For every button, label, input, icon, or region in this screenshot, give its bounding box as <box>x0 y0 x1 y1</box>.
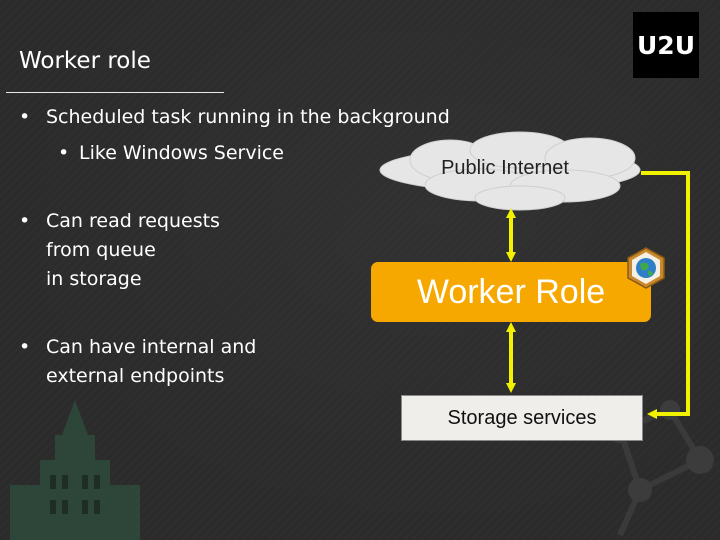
public-internet-cloud <box>379 131 641 211</box>
u2u-logo: U2U <box>633 12 699 78</box>
bullet-marker: • <box>19 336 31 358</box>
storage-services-label: Storage services <box>447 406 597 429</box>
storage-services-box: Storage services <box>401 395 643 441</box>
sub-bullet-marker: • <box>58 142 70 164</box>
worker-role-box: Worker Role <box>371 262 651 322</box>
sub-bullet-text: Like Windows Service <box>79 142 284 164</box>
bullet-text: Can read requests from queue in storage <box>46 210 220 290</box>
globe-icon <box>627 247 665 289</box>
bullet-marker: • <box>19 210 31 232</box>
connector-cloud-storage <box>641 171 690 419</box>
title-underline <box>6 92 224 93</box>
public-internet-label: Public Internet <box>441 157 569 179</box>
building-silhouette-decoration <box>10 400 140 540</box>
worker-role-label: Worker Role <box>416 272 606 311</box>
bullet-text: Scheduled task running in the background <box>46 106 450 128</box>
bullet-text: Can have internal and external endpoints <box>46 336 257 387</box>
slide-title: Worker role <box>19 48 151 74</box>
bullet-marker: • <box>19 106 31 128</box>
